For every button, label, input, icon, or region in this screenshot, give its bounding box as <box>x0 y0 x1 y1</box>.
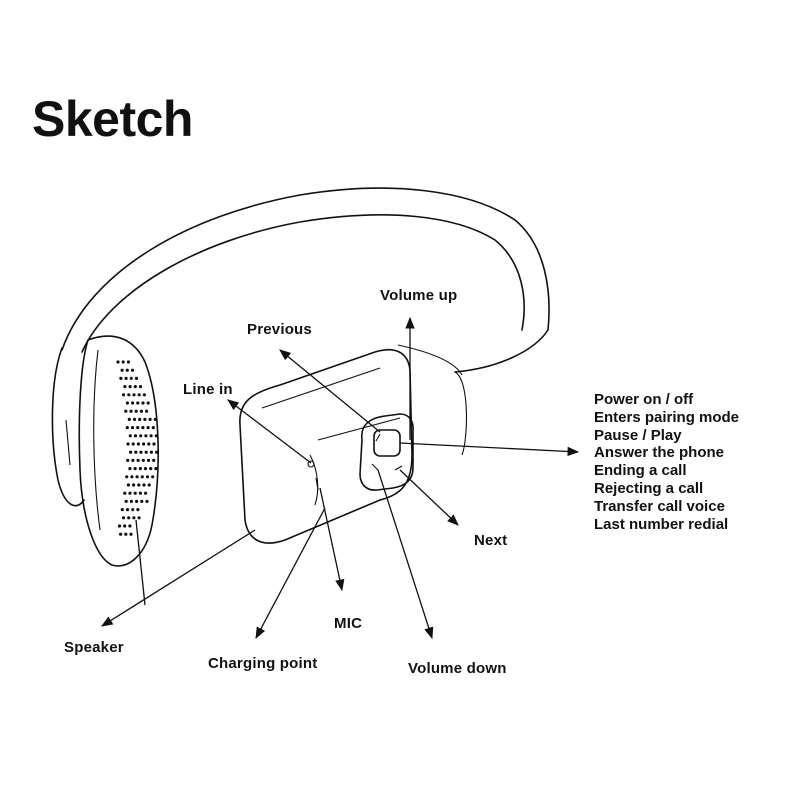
leader-volume-down <box>377 469 434 640</box>
function-item: Pause / Play <box>594 426 682 444</box>
function-item: Transfer call voice <box>594 497 725 515</box>
charging-port <box>315 477 319 491</box>
center-button <box>373 429 401 457</box>
center-button-function-list: Power on / off Enters pairing mode Pause… <box>594 391 739 533</box>
leader-next <box>399 469 459 526</box>
leader-center-button <box>399 442 580 457</box>
function-item: Answer the phone <box>594 444 725 462</box>
leader-speaker-a <box>101 529 256 627</box>
label-mic: MIC <box>334 615 363 632</box>
diagram-title: Sketch <box>32 91 193 147</box>
label-volume-down: Volume down <box>408 660 507 677</box>
label-next: Next <box>474 532 508 549</box>
function-item: Power on / off <box>594 391 694 408</box>
label-speaker: Speaker <box>64 639 124 656</box>
leader-lines <box>101 316 580 640</box>
label-line-in: Line in <box>183 381 233 398</box>
label-charging-point: Charging point <box>208 655 318 672</box>
leader-mic <box>319 487 345 592</box>
leader-previous <box>279 349 381 433</box>
leader-charging-point <box>255 507 326 640</box>
function-item: Last number redial <box>594 515 729 533</box>
function-item: Rejecting a call <box>594 479 704 497</box>
headband <box>61 187 550 456</box>
line-in-jack <box>307 460 315 468</box>
label-previous: Previous <box>247 321 312 338</box>
speaker-grille <box>116 360 159 536</box>
leader-speaker-b <box>135 519 146 606</box>
leader-line-in <box>227 399 312 464</box>
left-earcup <box>51 335 159 567</box>
function-item: Ending a call <box>594 462 687 480</box>
label-volume-up: Volume up <box>380 287 458 304</box>
function-item: Enters pairing mode <box>594 408 740 426</box>
control-housing <box>239 348 414 544</box>
